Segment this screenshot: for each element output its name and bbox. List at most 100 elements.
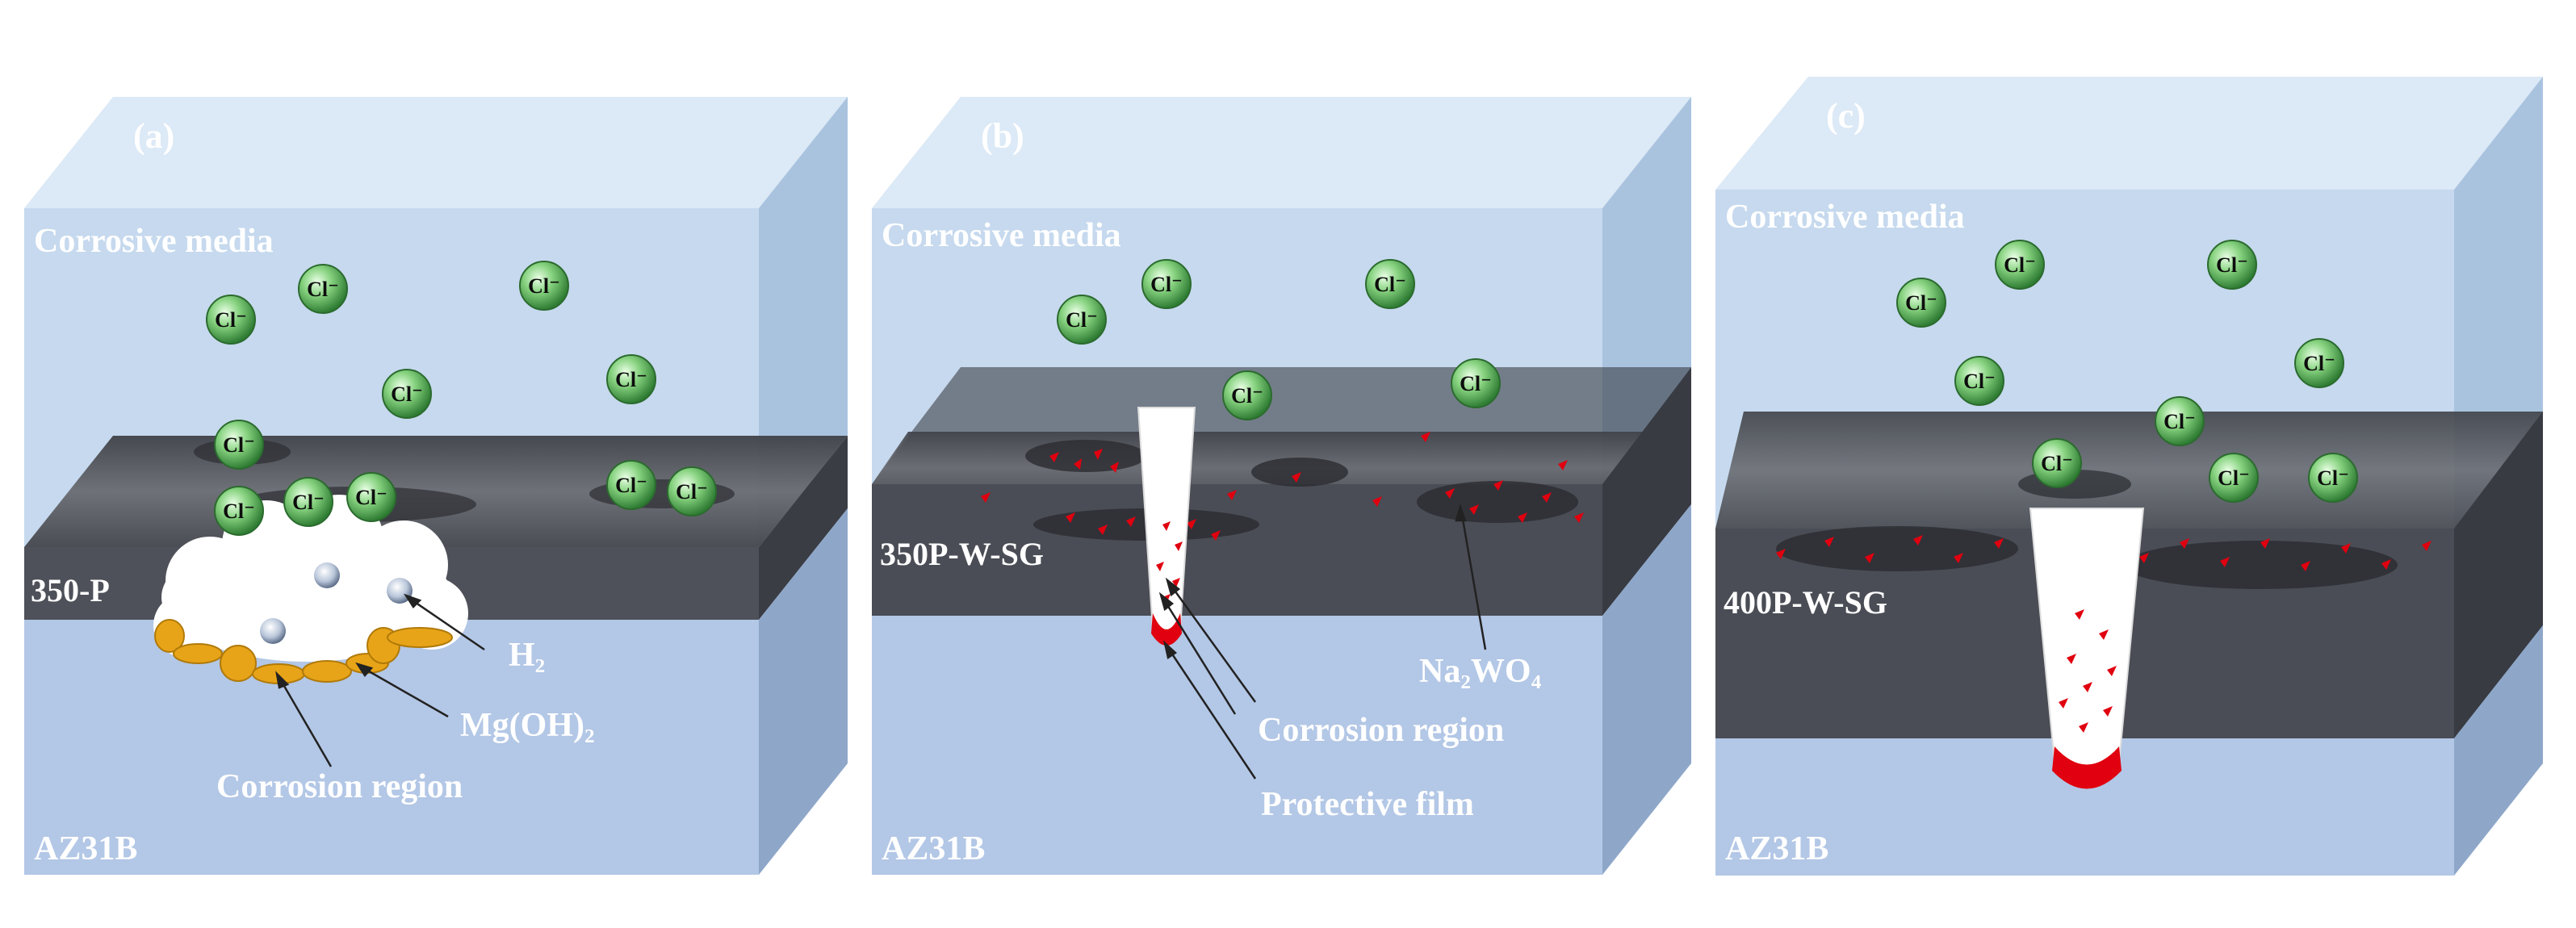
chloride-ion-label: Cl⁻ — [307, 278, 339, 301]
chloride-ion: Cl⁻ — [2032, 438, 2082, 488]
chloride-ion-label: Cl⁻ — [1460, 372, 1492, 395]
coating-label: 350P-W-SG — [880, 536, 1044, 572]
panel-letter: (b) — [981, 116, 1024, 156]
chloride-ion: Cl⁻ — [2308, 453, 2358, 503]
panel-c: (c) Corrosive media 400P-W-SG AZ31B Cl⁻C… — [1715, 77, 2543, 876]
chloride-ion-label: Cl⁻ — [1150, 273, 1183, 296]
na2wo4-particles — [1776, 535, 2431, 571]
panel-a: (a) Corrosive media 350-P AZ31B H₂ Mg(OH… — [24, 97, 848, 875]
surface-pit — [1417, 481, 1578, 523]
surface-pit — [1776, 526, 2018, 571]
pit-particles — [2059, 609, 2117, 733]
substrate-front-face — [872, 616, 1602, 875]
chloride-ion: Cl⁻ — [667, 466, 717, 516]
chloride-ion: Cl⁻ — [606, 354, 656, 404]
chloride-ion-label: Cl⁻ — [292, 491, 325, 514]
coating-label: 350-P — [31, 572, 110, 608]
panel-letter: (a) — [133, 116, 174, 156]
chloride-ion-label: Cl⁻ — [223, 433, 255, 457]
substrate-front-face — [24, 620, 759, 875]
chloride-ion: Cl⁻ — [1057, 295, 1107, 345]
media-side-face — [759, 97, 848, 547]
substrate-side-face — [1602, 504, 1691, 875]
chloride-ion: Cl⁻ — [1141, 259, 1192, 309]
media-label: Corrosive media — [1725, 199, 1965, 236]
chloride-ion: Cl⁻ — [206, 295, 256, 345]
chloride-ion: Cl⁻ — [1222, 370, 1272, 420]
h2-bubble — [314, 562, 340, 588]
chloride-ion-label: Cl⁻ — [2216, 253, 2248, 277]
chloride-ion: Cl⁻ — [214, 420, 264, 470]
substrate-side-face — [759, 508, 848, 875]
panel-letter: (c) — [1826, 96, 1866, 136]
chloride-ion-label: Cl⁻ — [528, 274, 560, 298]
chloride-ion-label: Cl⁻ — [1231, 384, 1263, 408]
chloride-ion: Cl⁻ — [1365, 259, 1415, 309]
chloride-ion: Cl⁻ — [2209, 453, 2259, 503]
chloride-ion: Cl⁻ — [519, 261, 569, 311]
chloride-ion: Cl⁻ — [1896, 278, 1946, 328]
chloride-ion: Cl⁻ — [298, 264, 348, 314]
coating-side-face — [759, 436, 848, 620]
chloride-ions: Cl⁻ Cl⁻ Cl⁻ Cl⁻ Cl⁻ — [1057, 259, 1501, 420]
substrate-label: AZ31B — [34, 830, 137, 867]
chloride-ion: Cl⁻ — [346, 472, 396, 522]
annotation-arrows — [1158, 503, 1487, 780]
corrosion-region-label: Corrosion region — [216, 768, 463, 805]
chloride-ion-label: Cl⁻ — [223, 500, 255, 523]
protective-film-label: Protective film — [1261, 786, 1474, 823]
media-label: Corrosive media — [882, 217, 1121, 254]
chloride-ion-label: Cl⁻ — [2041, 452, 2073, 475]
surface-pit — [1025, 440, 1146, 472]
chloride-ion: Cl⁻ — [2294, 338, 2344, 388]
chloride-ion: Cl⁻ — [2207, 240, 2257, 290]
corrosion-region-label: Corrosion region — [1258, 712, 1504, 749]
chloride-ion-label: Cl⁻ — [676, 480, 708, 504]
chloride-ion-label: Cl⁻ — [355, 486, 387, 509]
chloride-ion-label: Cl⁻ — [2218, 466, 2250, 490]
protective-film — [2052, 746, 2122, 789]
chloride-ion: Cl⁻ — [382, 369, 432, 419]
chloride-ion-label: Cl⁻ — [1905, 291, 1937, 315]
substrate-label: AZ31B — [1725, 830, 1828, 867]
substrate-label: AZ31B — [882, 830, 985, 867]
chloride-ion: Cl⁻ — [2155, 396, 2205, 446]
annotation-arrows — [275, 593, 485, 767]
h2-label: H₂ — [509, 637, 545, 674]
chloride-ion-label: Cl⁻ — [615, 474, 647, 497]
substrate-side-face — [2454, 625, 2543, 876]
panel-b: (b) Corrosive media 350P-W-SG AZ31B Na₂W… — [872, 97, 1691, 875]
chloride-ion-label: Cl⁻ — [1374, 273, 1406, 296]
na2wo4-label: Na₂WO₄ — [1419, 653, 1542, 690]
na2wo4-particles — [981, 432, 1584, 541]
media-top-face — [1715, 77, 2543, 190]
mg-oh2-label: Mg(OH)₂ — [460, 707, 595, 744]
coating-side-face — [1602, 367, 1691, 616]
chloride-ion-label: Cl⁻ — [615, 368, 647, 391]
chloride-ion-label: Cl⁻ — [1963, 370, 1996, 393]
chloride-ion-label: Cl⁻ — [391, 382, 423, 406]
chloride-ions: Cl⁻ Cl⁻ Cl⁻ Cl⁻ Cl⁻ Cl⁻ Cl⁻ Cl⁻ Cl⁻ — [1896, 240, 2358, 503]
chloride-ion-label: Cl⁻ — [2004, 253, 2036, 277]
protective-film — [1151, 613, 1182, 646]
coating-side-face — [2454, 412, 2543, 738]
chloride-ion: Cl⁻ — [606, 460, 656, 510]
chloride-ion-label: Cl⁻ — [2163, 410, 2196, 433]
chloride-ion: Cl⁻ — [1995, 240, 2045, 290]
surface-pit — [1251, 458, 1348, 487]
media-label: Corrosive media — [34, 223, 274, 260]
chloride-ion-label: Cl⁻ — [1066, 308, 1098, 332]
media-top-face — [872, 97, 1691, 208]
chloride-ion: Cl⁻ — [283, 477, 333, 527]
chloride-ion: Cl⁻ — [1954, 356, 2004, 406]
surface-pit — [2123, 541, 2398, 589]
chloride-ion: Cl⁻ — [1451, 358, 1501, 408]
h2-bubble — [260, 618, 286, 644]
coating-label: 400P-W-SG — [1724, 584, 1887, 621]
chloride-ion-label: Cl⁻ — [2317, 466, 2349, 490]
chloride-ion: Cl⁻ — [214, 486, 264, 536]
chloride-ion-label: Cl⁻ — [2303, 352, 2335, 375]
media-top-face — [24, 97, 848, 208]
chloride-ion-label: Cl⁻ — [215, 308, 247, 332]
